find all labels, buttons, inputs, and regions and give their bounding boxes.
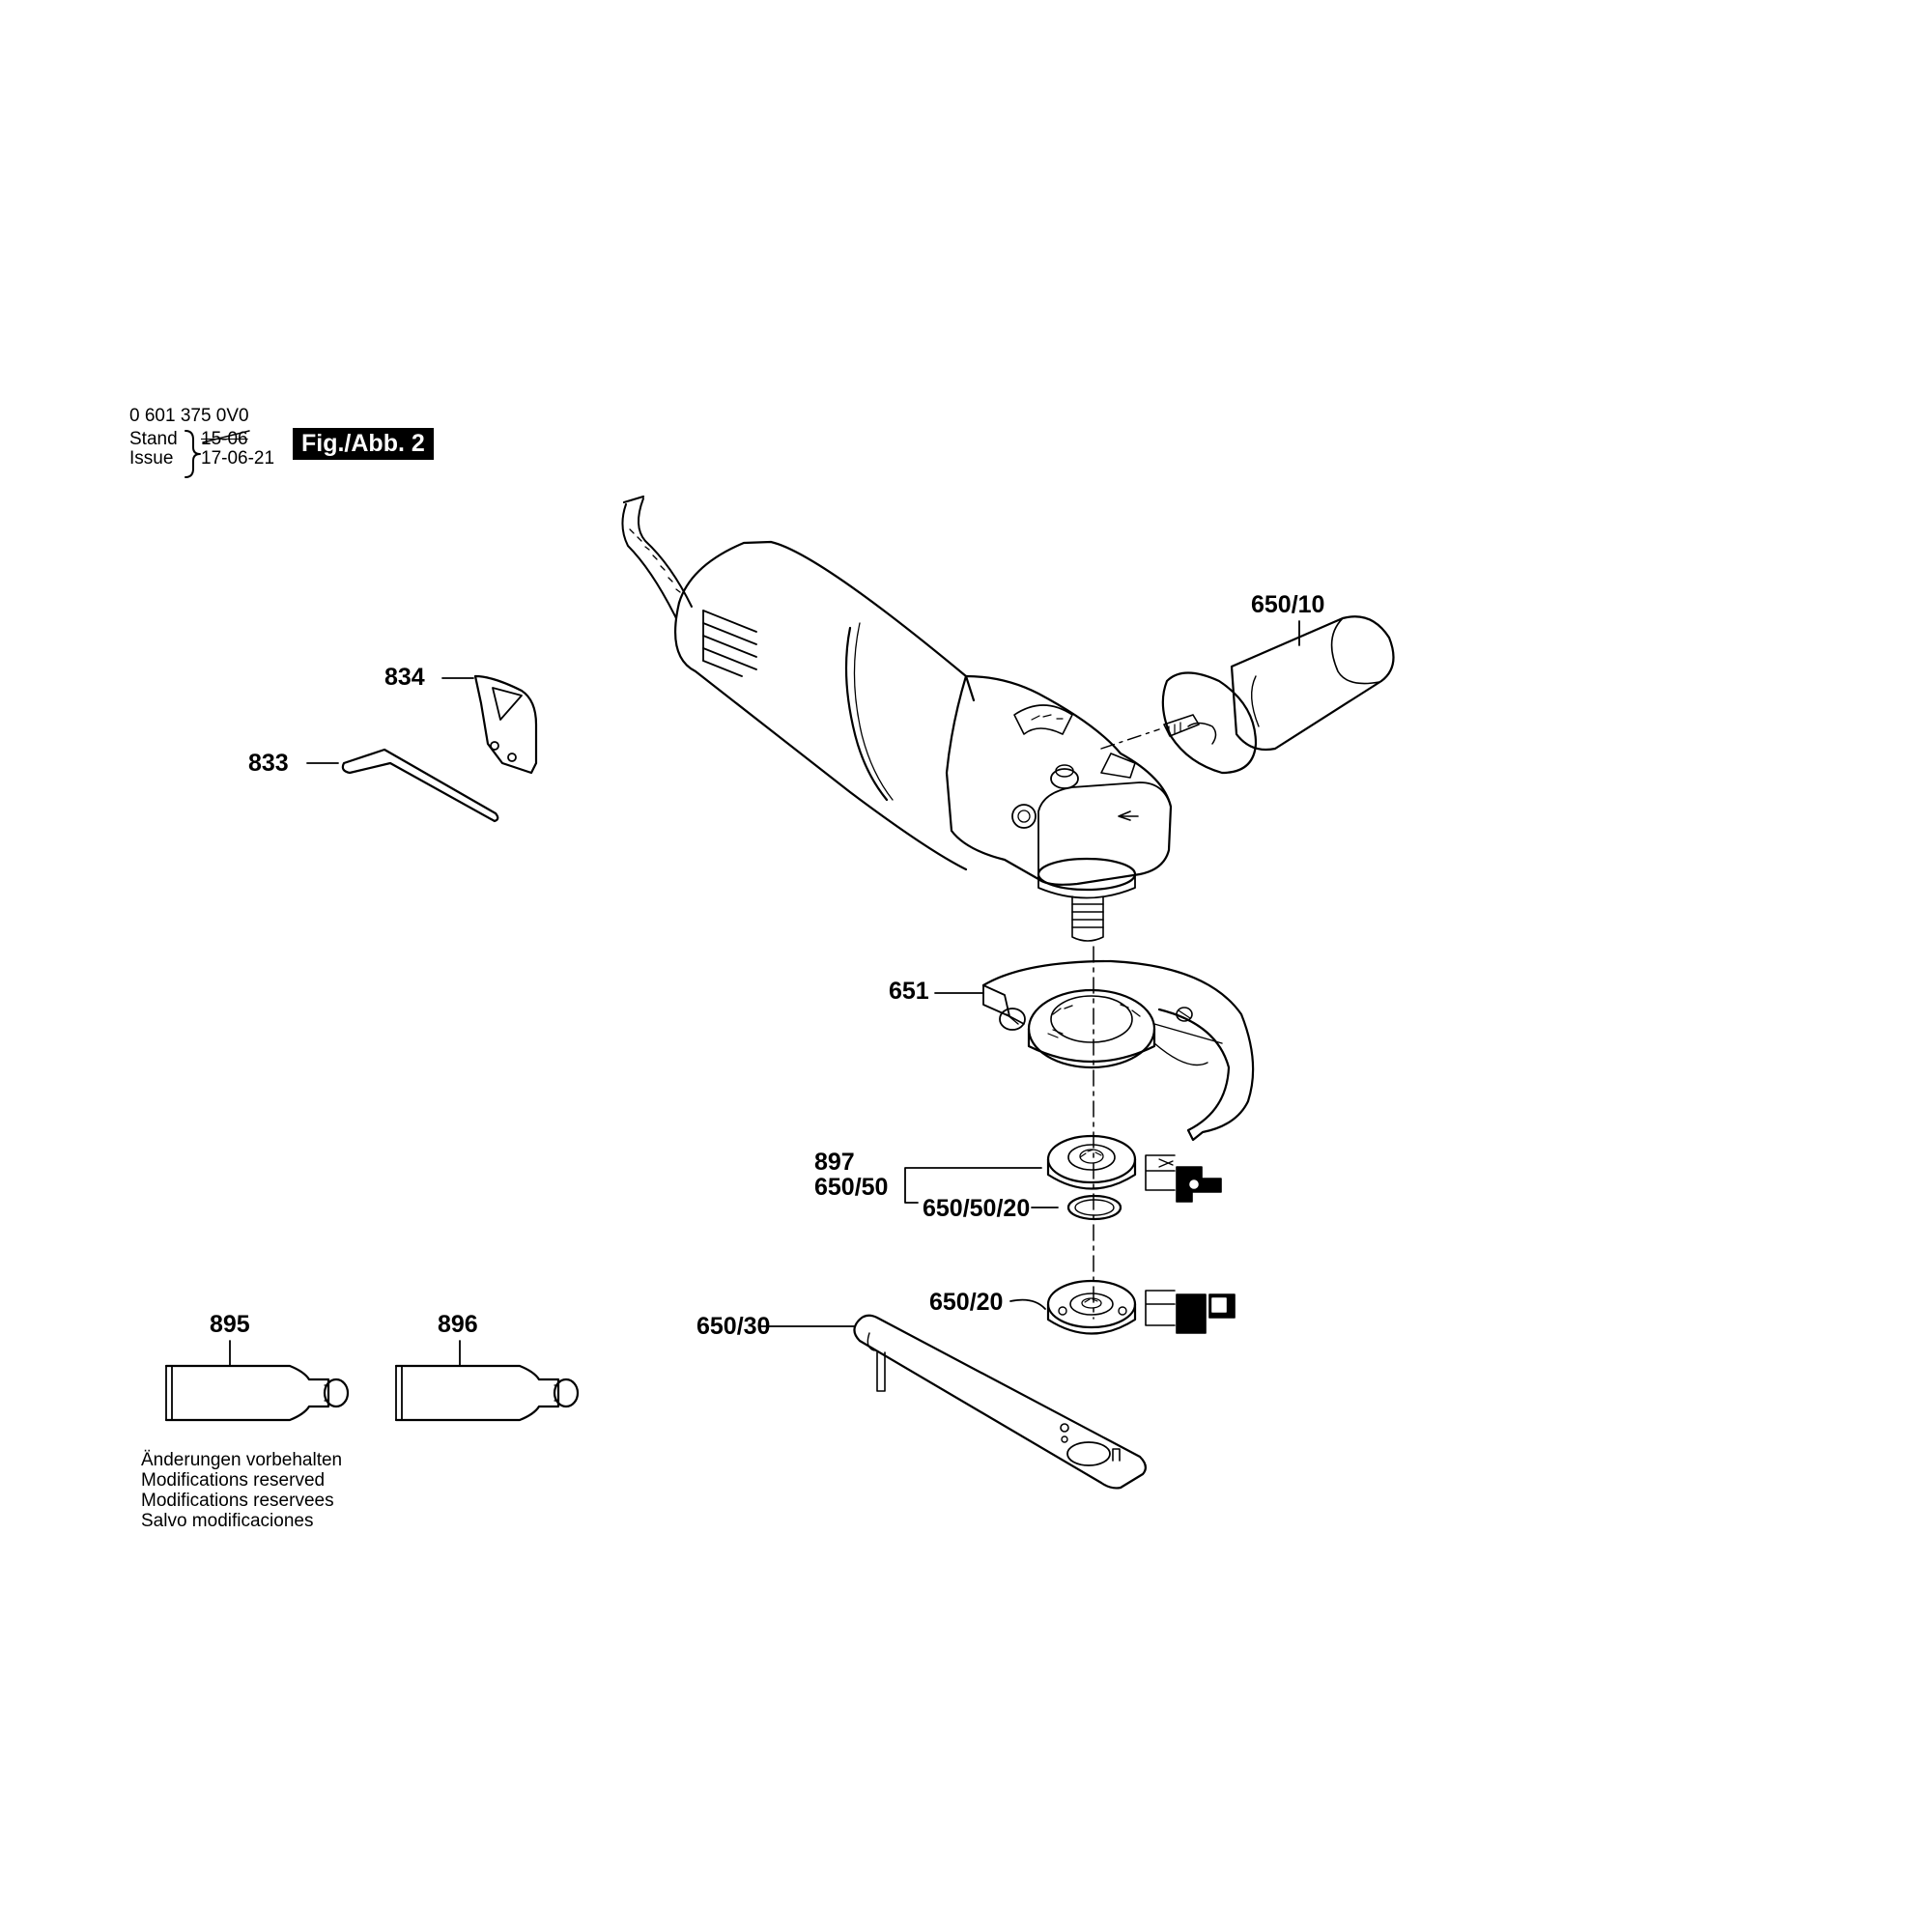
nut-orientation-icon: [1145, 1154, 1222, 1203]
note-de: Änderungen vorbehalten: [141, 1450, 343, 1470]
mounting-plate: [441, 674, 538, 775]
motor-housing: [677, 540, 976, 702]
two-pin-spanner: [758, 1314, 1147, 1490]
handle-thread-hole: [1011, 804, 1037, 829]
label-651: 651: [889, 978, 929, 1005]
handle-guard: [1161, 671, 1258, 775]
issue-date: 17-06-21: [201, 448, 275, 469]
header-brace: [185, 430, 201, 478]
hex-key: [306, 748, 499, 823]
gear-head: [945, 674, 1173, 886]
note-en: Modifications reserved: [141, 1470, 326, 1491]
power-cord: [621, 503, 677, 619]
grease-tube-896: [394, 1340, 580, 1422]
label-650-50-20: 650/50/20: [923, 1195, 1031, 1222]
spindle-thread: [1071, 895, 1104, 942]
label-896: 896: [438, 1311, 478, 1338]
leader-650-20: [1009, 1298, 1046, 1310]
label-897: 897: [814, 1149, 855, 1176]
spindle-lock-button: [1050, 768, 1079, 789]
label-833: 833: [248, 750, 289, 777]
stand-date-strike: [202, 430, 250, 443]
vent-slots: [702, 610, 757, 677]
note-fr: Modifications reservees: [141, 1491, 334, 1511]
clamp-screw: [999, 1008, 1026, 1031]
label-650-30: 650/30: [696, 1313, 771, 1340]
guard-collar: [1027, 988, 1156, 1069]
rotation-arrow-icon: [1118, 810, 1139, 821]
mounting-flange: [1009, 1279, 1236, 1335]
grinder-body: [621, 495, 1173, 942]
label-650-10: 650/10: [1251, 591, 1325, 618]
label-650-50: 650/50: [814, 1174, 889, 1201]
clamping-nut-group: [904, 1134, 1222, 1221]
issue-label: Issue: [129, 448, 174, 469]
clamping-nut: [1046, 1134, 1137, 1184]
note-es: Salvo modificaciones: [141, 1511, 314, 1531]
o-ring: [1066, 1194, 1122, 1221]
figure-label: Fig./Abb. 2: [293, 428, 434, 460]
part-number: 0 601 375 0V0: [129, 406, 249, 426]
handle-grip: [1230, 615, 1395, 752]
flange-orientation-icon: [1145, 1290, 1236, 1334]
stand-label: Stand: [129, 429, 178, 449]
bracket-650-50: [904, 1167, 1042, 1204]
auxiliary-handle: [1100, 615, 1395, 775]
label-650-20: 650/20: [929, 1289, 1004, 1316]
spindle-flange: [1037, 857, 1137, 892]
handle-bolt: [1163, 714, 1200, 737]
label-895: 895: [210, 1311, 250, 1338]
handle-axis-line: [1100, 728, 1160, 750]
grease-tube-895: [164, 1340, 350, 1422]
label-834: 834: [384, 664, 425, 691]
wheel-guard: [934, 959, 1255, 1142]
